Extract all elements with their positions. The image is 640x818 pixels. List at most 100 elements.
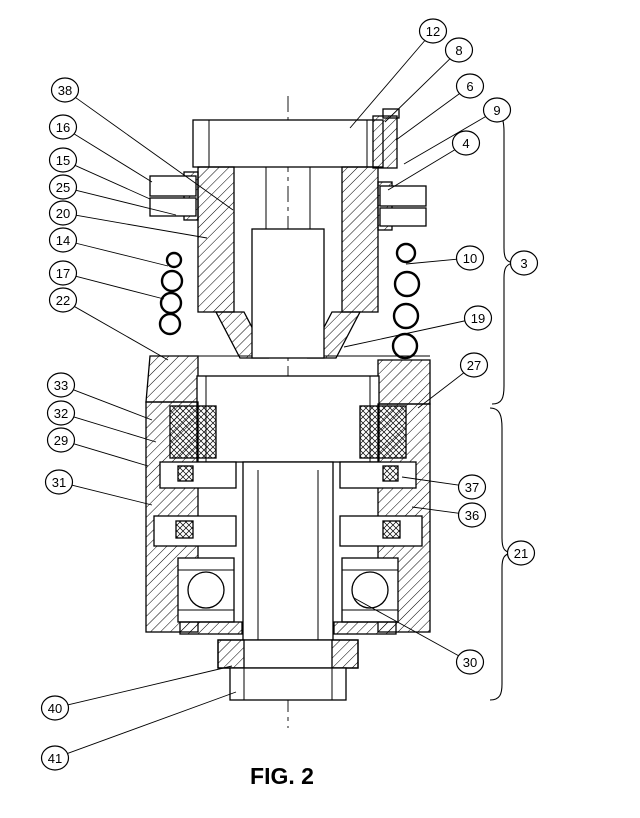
flange-right (377, 359, 431, 405)
callout-number-21: 21 (514, 546, 528, 561)
callout-number-40: 40 (48, 701, 62, 716)
callout-21: 21 (506, 540, 536, 566)
retainer-row2-right-element (382, 520, 401, 539)
retainer-row2-right (339, 515, 423, 547)
top-cap (192, 119, 384, 168)
callout-bubble-22 (48, 287, 78, 313)
callout-36: 36 (411, 502, 487, 528)
clamp-ring (372, 115, 398, 169)
cross-section-drawing (145, 96, 515, 728)
bottom-step2 (229, 667, 347, 701)
bearing-right (341, 557, 399, 623)
callout-number-25: 25 (56, 180, 70, 195)
callout-8: 8 (384, 37, 474, 123)
lower-shaft-bore-lines (257, 470, 319, 640)
leader-line-30 (353, 597, 459, 657)
callout-bubble-31 (44, 469, 74, 495)
lower-shaft (242, 461, 334, 641)
callout-bubble-6 (455, 73, 485, 99)
callout-38: 38 (50, 77, 234, 211)
retainer-row1-right-element (382, 465, 399, 482)
leader-line-22 (74, 306, 169, 361)
leader-line-15 (74, 164, 151, 200)
callout-number-30: 30 (463, 655, 477, 670)
bottom-shaft-end (217, 639, 359, 701)
leader-line-41 (67, 691, 237, 754)
callout-number-14: 14 (56, 233, 70, 248)
callout-40: 40 (40, 665, 233, 721)
leader-line-20 (75, 214, 208, 239)
leader-line-33 (72, 389, 153, 421)
callout-number-29: 29 (54, 433, 68, 448)
leader-line-29 (73, 443, 149, 467)
leader-line-38 (75, 97, 234, 211)
left-fitting-upper (149, 175, 197, 197)
callout-bubble-29 (46, 427, 76, 453)
callout-bubble-36 (457, 502, 487, 528)
callout-number-16: 16 (56, 120, 70, 135)
upper-housing-right-wall (341, 166, 379, 313)
callout-number-19: 19 (471, 311, 485, 326)
leader-line-25 (75, 189, 177, 216)
callout-37: 37 (401, 474, 487, 500)
flange-left (145, 355, 199, 403)
callout-19: 19 (343, 305, 493, 348)
callout-bubble-9 (482, 97, 512, 123)
seal-left (169, 405, 217, 459)
callout-bubble-25 (48, 174, 78, 200)
leader-line-27 (417, 372, 464, 409)
upper-housing-left-wall (197, 166, 235, 313)
retainer-row1-left (159, 461, 237, 489)
callout-41: 41 (40, 691, 237, 771)
callout-14: 14 (48, 227, 169, 267)
callout-bubble-14 (48, 227, 78, 253)
leader-line-37 (401, 476, 460, 486)
upper-shaft (251, 228, 325, 359)
callout-bubble-32 (46, 400, 76, 426)
leader-line-6 (395, 93, 460, 141)
callout-bubble-4 (451, 130, 481, 156)
callouts-layer: 1286941019273736303816152520141722333229… (40, 18, 539, 771)
left-fitting-lower (149, 197, 197, 217)
callout-16: 16 (48, 114, 153, 183)
callout-29: 29 (46, 427, 149, 467)
callout-number-10: 10 (463, 251, 477, 266)
callout-number-32: 32 (54, 406, 68, 421)
callout-27: 27 (417, 352, 489, 409)
leader-line-36 (411, 506, 460, 514)
callout-bubble-38 (50, 77, 80, 103)
callout-17: 17 (48, 260, 165, 300)
leader-line-32 (73, 416, 157, 443)
callout-22: 22 (48, 287, 169, 361)
callout-6: 6 (395, 73, 485, 141)
callout-bubble-17 (48, 260, 78, 286)
callout-15: 15 (48, 147, 151, 200)
bottom-step1-hatch-right (331, 639, 359, 669)
bearing-ball-left (187, 571, 225, 609)
housing-bottom-right (333, 621, 397, 635)
callout-number-6: 6 (466, 79, 473, 94)
callout-3: 3 (509, 250, 539, 276)
leader-line-4 (387, 149, 456, 191)
callout-bubble-12 (418, 18, 448, 44)
upper-assembly (149, 108, 427, 360)
callout-bubble-30 (455, 649, 485, 675)
callout-number-20: 20 (56, 206, 70, 221)
callout-bubble-21 (506, 540, 536, 566)
leader-line-9 (403, 116, 486, 165)
callout-bubble-41 (40, 745, 70, 771)
callout-bubble-15 (48, 147, 78, 173)
retainer-row2-left-element (175, 520, 194, 539)
callout-4: 4 (387, 130, 481, 191)
bearing-ball-right (351, 571, 389, 609)
callout-33: 33 (46, 372, 153, 421)
callout-number-15: 15 (56, 153, 70, 168)
figure-caption: FIG. 2 (250, 763, 314, 789)
callout-bubble-3 (509, 250, 539, 276)
retainer-row2-left (153, 515, 237, 547)
leader-line-40 (67, 665, 233, 706)
callout-number-41: 41 (48, 751, 62, 766)
callout-bubble-27 (459, 352, 489, 378)
callout-number-8: 8 (455, 43, 462, 58)
